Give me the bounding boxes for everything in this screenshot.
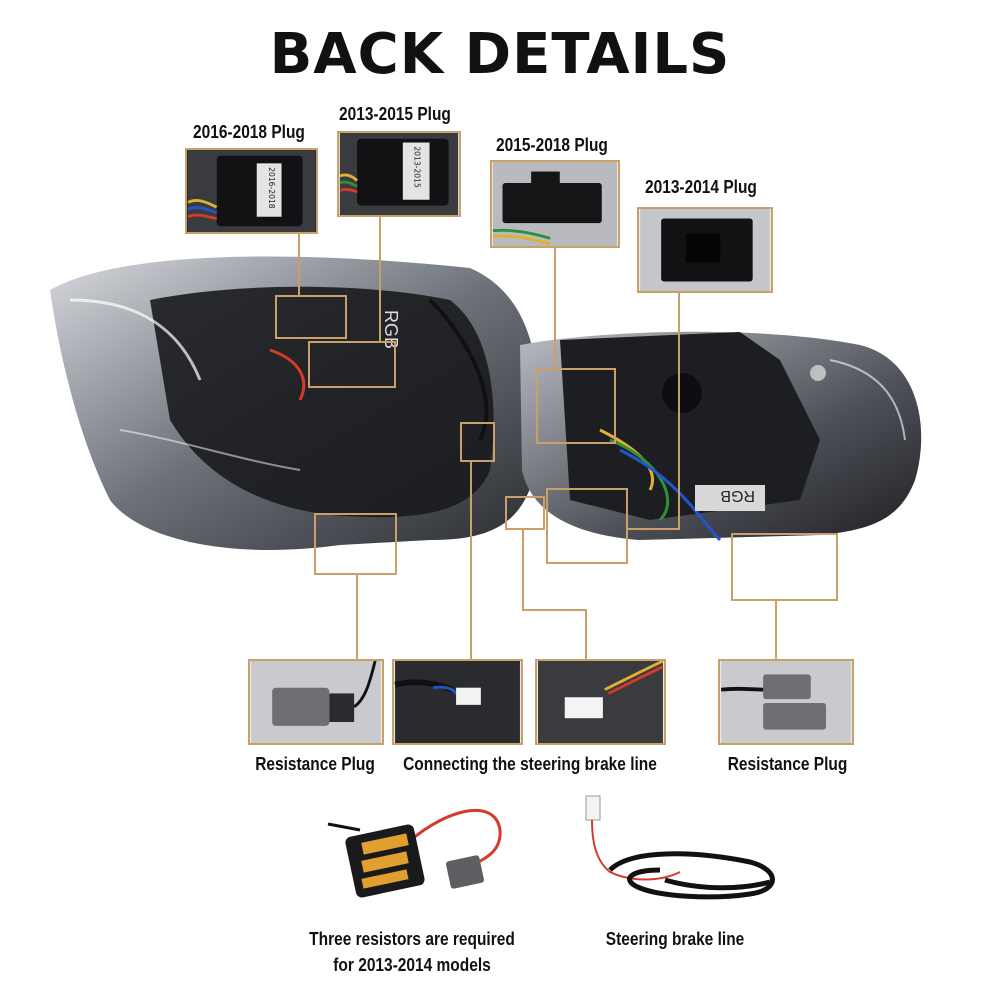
page-title: BACK DETAILS bbox=[269, 22, 731, 87]
plug-photo-2016-2018: 2016-2018 bbox=[187, 150, 315, 232]
label-steering-brake-line: Steering brake line bbox=[605, 929, 745, 949]
resistance-plug-photo-right bbox=[720, 661, 851, 743]
resistor-pack-illustration bbox=[327, 808, 502, 898]
connector-line bbox=[298, 233, 300, 296]
connector-line bbox=[775, 600, 777, 660]
label-steering-brake-connect: Connecting the steering brake line bbox=[403, 754, 657, 774]
connector-line bbox=[522, 529, 524, 611]
connector-line bbox=[585, 609, 587, 660]
rgb-sticker-left: RGB bbox=[381, 310, 401, 349]
thumb-resistance-plug-right bbox=[718, 659, 854, 745]
label-2016-2018-plug: 2016-2018 Plug bbox=[193, 122, 305, 142]
label-2015-2018-plug: 2015-2018 Plug bbox=[496, 135, 608, 155]
highlight-box-2015-2018 bbox=[536, 368, 616, 444]
label-2013-2014-plug: 2013-2014 Plug bbox=[645, 177, 757, 197]
thumb-2013-2014-plug bbox=[637, 207, 773, 293]
connector-line bbox=[379, 216, 381, 342]
resistance-plug-photo bbox=[251, 661, 381, 743]
connector-line bbox=[628, 528, 680, 530]
connector-line bbox=[356, 574, 358, 660]
plug-photo-2013-2014 bbox=[640, 209, 770, 291]
highlight-box-resistance-left bbox=[314, 513, 397, 575]
highlight-box-2016-2018 bbox=[275, 295, 347, 339]
connector-line bbox=[522, 609, 587, 611]
connector-line bbox=[470, 462, 472, 660]
highlight-box-steering bbox=[460, 422, 495, 462]
highlight-box-2013-2015 bbox=[308, 341, 396, 388]
thumb-2015-2018-plug bbox=[490, 160, 620, 248]
plug-photo-2013-2015: 2013-2015 bbox=[339, 133, 459, 215]
label-resistors-line1: Three resistors are required bbox=[309, 929, 515, 949]
thumb-steering-connector bbox=[392, 659, 523, 745]
label-resistors-required: Three resistors are required for 2013-20… bbox=[283, 926, 541, 978]
label-resistance-plug-left: Resistance Plug bbox=[255, 754, 375, 774]
label-resistance-plug-right: Resistance Plug bbox=[727, 754, 848, 774]
label-resistors-line2: for 2013-2014 models bbox=[333, 955, 491, 975]
rgb-sticker-right: RGB bbox=[720, 487, 755, 504]
thumb-2016-2018-plug: 2016-2018 bbox=[185, 148, 318, 234]
steering-brake-line-illustration bbox=[585, 795, 775, 900]
connector-line bbox=[554, 247, 556, 369]
steering-connector-photo bbox=[394, 661, 520, 743]
plug-sticker-2016-2018: 2016-2018 bbox=[267, 167, 276, 209]
plug-sticker-2013-2015: 2013-2015 bbox=[412, 146, 421, 188]
connector-line bbox=[678, 291, 680, 529]
thumb-resistance-plug-left bbox=[248, 659, 384, 745]
label-2013-2015-plug: 2013-2015 Plug bbox=[339, 104, 451, 124]
highlight-box-resistance-right bbox=[731, 533, 838, 601]
steering-connector-photo-2 bbox=[538, 661, 664, 743]
thumb-steering-connector-2 bbox=[535, 659, 666, 745]
plug-photo-2015-2018 bbox=[492, 162, 618, 246]
highlight-box-2013-2014 bbox=[546, 488, 628, 564]
thumb-2013-2015-plug: 2013-2015 bbox=[337, 131, 461, 217]
highlight-box-steering-2 bbox=[505, 496, 545, 530]
